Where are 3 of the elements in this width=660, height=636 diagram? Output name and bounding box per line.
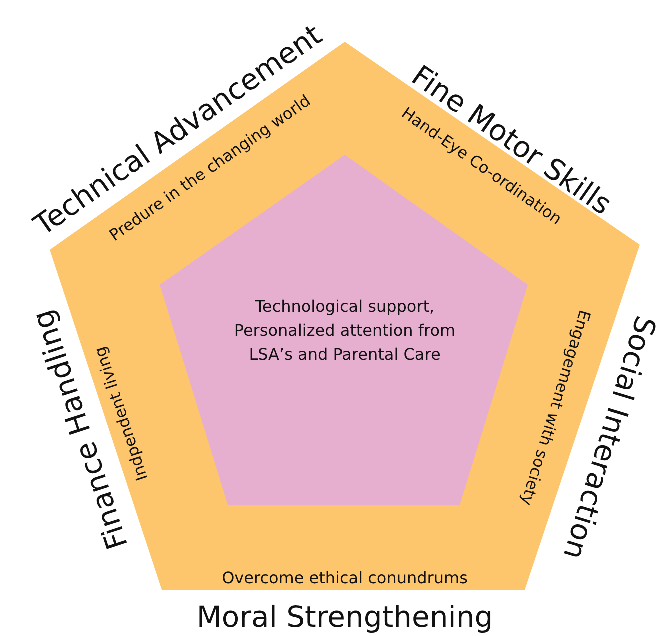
side-caption: Overcome ethical conundrums	[222, 568, 468, 588]
side-heading: Moral Strengthening	[196, 600, 494, 634]
center-text: Technological support, Personalized attention from LSA’s and Parental Care	[233, 296, 457, 366]
